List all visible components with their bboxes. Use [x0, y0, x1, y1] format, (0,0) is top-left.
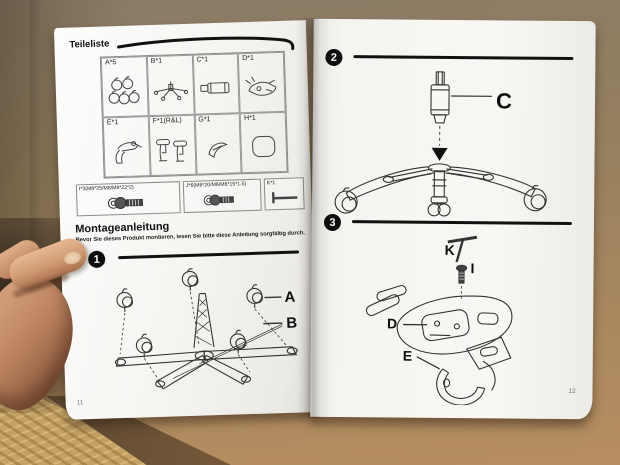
- part-cell-c: C*1: [192, 53, 240, 115]
- page-number-left: 11: [76, 399, 84, 407]
- cardboard-crease: [30, 0, 40, 240]
- screw-drawing: [456, 264, 468, 284]
- manual-left-page: Teileliste A*5: [53, 20, 319, 420]
- step-3-rule: [351, 220, 572, 226]
- step-1-rule: [118, 250, 300, 260]
- allen-key-icon: [265, 185, 304, 209]
- caster-icon: [116, 268, 264, 358]
- callout-a: A: [284, 288, 296, 306]
- casters-icon: [102, 65, 147, 116]
- star-base-icon: [148, 64, 193, 115]
- part-cell-g: G*1: [194, 113, 242, 175]
- seat-mechanism-icon: [239, 61, 284, 112]
- fastener-box-j: J*6(M6*20/M6/M6*15*1.5): [182, 178, 262, 214]
- callout-c: C: [495, 88, 513, 114]
- callout-k: K: [444, 241, 455, 259]
- backrest-bracket-icon: [104, 125, 149, 176]
- step-1-badge: 1: [87, 250, 106, 269]
- step-1-diagram-base-casters: [114, 268, 298, 390]
- part-cell-h: H*1: [239, 111, 288, 174]
- gas-lift-drawing: [430, 71, 450, 124]
- step-2-diagram-gaslift-base: [334, 71, 547, 217]
- plastic-cover-icon: [195, 122, 240, 173]
- step-3-diagram-mechanism: [365, 235, 513, 406]
- mechanism-drawing: [365, 284, 513, 370]
- fastener-box-k: K*1: [263, 177, 305, 211]
- base-side-drawing: [334, 163, 547, 217]
- pad-icon: [241, 121, 286, 172]
- callout-e: E: [402, 347, 413, 364]
- allen-key-drawing: [447, 235, 478, 263]
- callout-d: D: [387, 315, 398, 332]
- title-rule-swoosh: [117, 36, 295, 51]
- page-number-right: 12: [568, 388, 576, 396]
- parts-list-title: Teileliste: [69, 38, 110, 51]
- part-cell-f: F*1(R&L): [148, 114, 197, 177]
- booklet-spine-shadow: [296, 18, 330, 418]
- manual-right-page: 2: [310, 18, 596, 420]
- part-cell-e: E*1: [102, 116, 151, 178]
- callout-i: I: [470, 260, 475, 277]
- part-cell-d: D*1: [238, 51, 286, 114]
- gas-lift-icon: [194, 62, 239, 113]
- armrests-icon: [150, 124, 195, 175]
- backrest-bracket-drawing: [436, 360, 496, 406]
- bolt-icon: [184, 187, 261, 212]
- part-cell-b: B*1: [146, 54, 195, 117]
- step-2-rule: [353, 55, 574, 61]
- bolt-icon: [77, 189, 180, 215]
- parts-table: A*5 B*1: [99, 50, 289, 179]
- assembly-heading: Montageanleitung: [75, 220, 170, 236]
- fastener-box-i: I*3(M8*25/M8/M8*22*2): [75, 181, 181, 217]
- part-cell-a: A*5: [100, 56, 149, 118]
